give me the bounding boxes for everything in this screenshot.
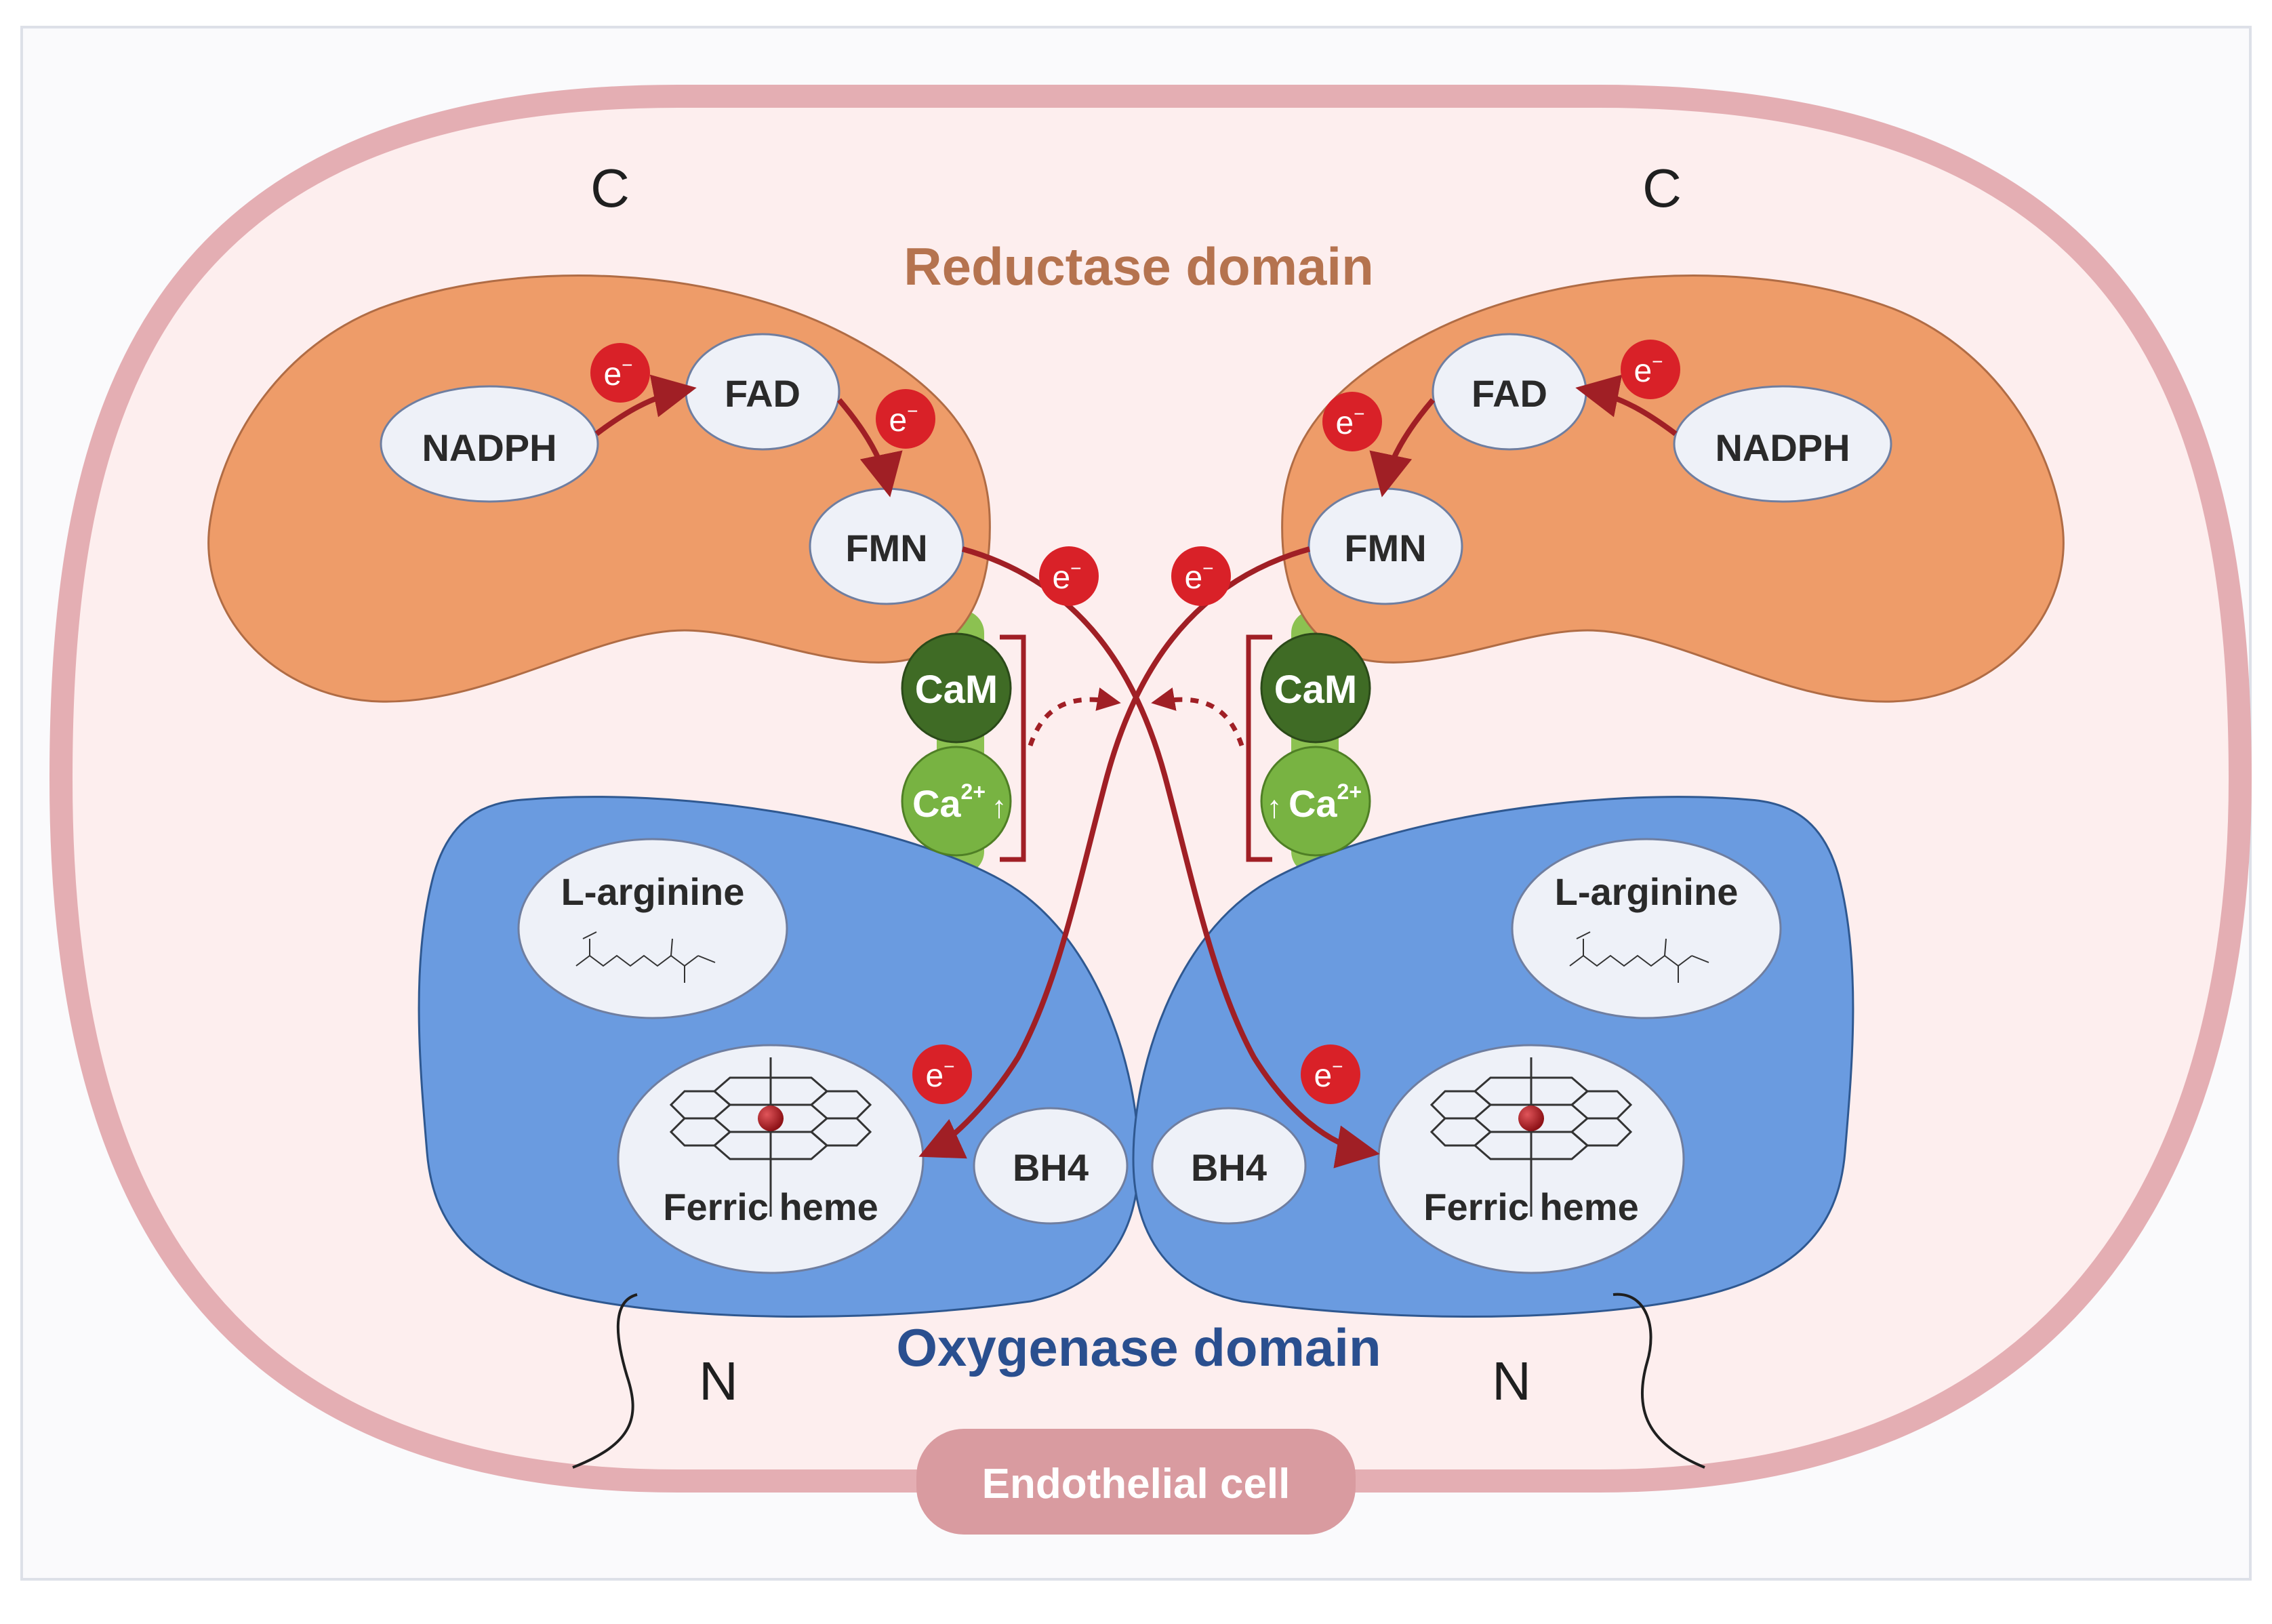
reductase-domain-title: Reductase domain [904,237,1374,296]
right-nadph: NADPH [1673,385,1892,503]
endothelial-cell-badge: Endothelial cell [916,1429,1356,1535]
svg-text:FMN: FMN [1344,527,1426,569]
n-terminal-tail-left [572,1293,638,1469]
right-calmodulin: CaM [1260,632,1371,744]
left-fmn: FMN [809,487,965,605]
right-fad-to-fmn-arrow [1369,398,1436,498]
c-terminal-right: C [1642,158,1682,218]
left-calcium: Ca2+ ↑ [901,746,1012,857]
left-calcium-charge: 2+ [961,779,986,804]
svg-text:L-arginine: L-arginine [561,870,745,913]
electron-left-heme: e− [912,1044,972,1104]
right-calcium-up-arrow: ↑ [1267,789,1282,824]
left-ferric-heme: Ferric heme [617,1044,925,1274]
right-calcium: ↑ Ca2+ [1260,746,1371,857]
right-nadph-to-fad-arrow [1575,374,1678,437]
left-calcium-up-arrow: ↑ [992,789,1007,824]
left-iron-icon [758,1105,784,1131]
left-fad-to-fmn-arrow [836,398,903,498]
left-fmn-to-right-heme-arrow [961,546,1380,1169]
electron-left-fad-fmn: e− [876,389,935,449]
c-terminal-left: C [590,158,630,218]
right-calcium-charge: 2+ [1337,779,1362,804]
svg-text:e−: e− [1052,558,1081,596]
right-bh4: BH4 [1151,1107,1307,1225]
left-l-arginine: L-arginine [517,838,788,1019]
svg-text:e−: e− [1335,403,1364,441]
svg-text:e−: e− [1314,1056,1343,1094]
right-ferric-heme: Ferric heme [1377,1044,1685,1274]
svg-text:NADPH: NADPH [422,426,556,469]
electron-right-heme: e− [1301,1044,1360,1104]
svg-text:L-arginine: L-arginine [1555,870,1739,913]
oxygenase-domain-title: Oxygenase domain [896,1318,1381,1377]
svg-text:FAD: FAD [725,372,800,415]
left-activation-arrow [1028,687,1121,747]
right-bracket [1246,634,1272,862]
endothelial-cell-membrane [49,85,2252,1493]
electron-right-fad-fmn: e− [1322,392,1382,451]
left-calmodulin: CaM [901,632,1012,744]
right-fad: FAD [1432,333,1587,451]
electron-right-nadph-fad: e− [1621,340,1680,399]
electron-left-nadph-fad: e− [590,343,650,403]
electron-right-fmn-out: e− [1171,546,1231,606]
svg-text:NADPH: NADPH [1715,426,1850,469]
n-terminal-tail-right [1612,1293,1705,1469]
left-l-arginine-structure-icon [575,931,716,983]
right-activation-arrow [1151,687,1244,747]
svg-text:Ferric heme: Ferric heme [1423,1185,1639,1228]
svg-text:CaM: CaM [1274,668,1357,712]
right-fmn-to-left-heme-arrow [918,546,1311,1159]
svg-text:BH4: BH4 [1191,1146,1267,1189]
svg-text:CaM: CaM [915,668,998,712]
right-iron-icon [1518,1105,1544,1131]
svg-text:Endothelial cell: Endothelial cell [982,1461,1291,1507]
svg-text:Ca2+: Ca2+ [1289,779,1362,825]
left-bh4: BH4 [973,1107,1129,1225]
right-calcium-symbol: Ca [1289,782,1337,825]
svg-text:e−: e− [925,1056,954,1094]
svg-text:BH4: BH4 [1013,1146,1089,1189]
right-l-arginine: L-arginine [1511,838,1782,1019]
right-fmn: FMN [1307,487,1463,605]
n-terminal-left: N [699,1351,738,1411]
svg-text:Ca2+: Ca2+ [912,779,986,825]
left-porphyrin-icon [669,1057,872,1217]
svg-text:e−: e− [1634,351,1663,389]
svg-text:Ferric heme: Ferric heme [663,1185,878,1228]
right-l-arginine-structure-icon [1569,931,1709,983]
svg-text:e−: e− [1184,558,1213,596]
svg-text:FMN: FMN [845,527,927,569]
left-nadph-to-fad-arrow [594,374,697,437]
right-porphyrin-icon [1429,1057,1633,1217]
left-calcium-symbol: Ca [912,782,961,825]
svg-text:e−: e− [889,401,918,439]
svg-text:FAD: FAD [1472,372,1547,415]
left-fad: FAD [685,333,840,451]
left-nadph: NADPH [380,385,599,503]
left-bracket [1000,634,1026,862]
electron-left-fmn-out: e− [1039,546,1099,606]
n-terminal-right: N [1492,1351,1531,1411]
svg-text:e−: e− [603,354,632,392]
